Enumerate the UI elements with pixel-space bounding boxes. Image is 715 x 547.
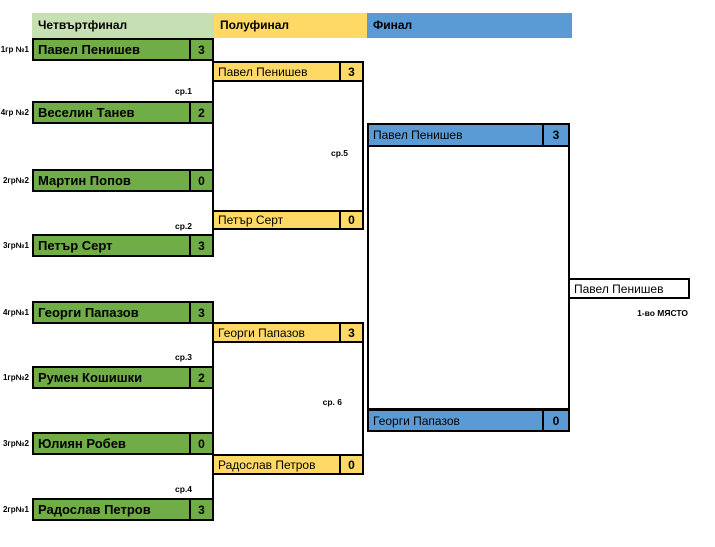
qf3-bottom-player-box: Румен Кошишки 2 <box>32 366 214 389</box>
player-score: 3 <box>339 324 362 341</box>
player-name: Радослав Петров <box>218 457 316 472</box>
connector-line-qf4 <box>212 453 214 500</box>
player-score: 3 <box>189 236 212 255</box>
qf4-top-player-box: Юлиян Робев 0 <box>32 432 214 455</box>
player-name: Павел Пенишев <box>38 42 140 57</box>
final-top-player-box: Павел Пенишев 3 <box>367 123 570 147</box>
qf2-bottom-player-box: Петър Серт 3 <box>32 234 214 257</box>
match-number-2: ср.2 <box>174 221 192 231</box>
winner-caption: 1-во МЯСТО <box>637 308 688 318</box>
player-name: Георги Папазов <box>373 413 460 428</box>
player-name: Петър Серт <box>218 213 284 227</box>
seed-label-7: 3гр№2 <box>2 439 29 448</box>
player-name: Радослав Петров <box>38 502 151 517</box>
match-number-4: ср.4 <box>174 484 192 494</box>
player-score: 2 <box>189 103 212 122</box>
player-name: Румен Кошишки <box>38 370 143 385</box>
sf2-top-player-box: Георги Папазов 3 <box>212 322 364 343</box>
player-name: Юлиян Робев <box>38 436 126 451</box>
player-score: 0 <box>542 411 568 430</box>
match-number-1: ср.1 <box>174 86 192 96</box>
player-name: Мартин Попов <box>38 173 131 188</box>
player-score: 2 <box>189 368 212 387</box>
seed-label-6: 1гр№2 <box>2 373 29 382</box>
winner-box: Павел Пенишев <box>568 278 690 299</box>
qf1-bottom-player-box: Веселин Танев 2 <box>32 101 214 124</box>
round-header-semifinal: Полуфинал <box>214 13 367 38</box>
seed-label-8: 2гр№1 <box>2 505 29 514</box>
seed-label-1: 1гр №1 <box>0 45 29 54</box>
player-name: Павел Пенишев <box>373 128 463 142</box>
player-score: 3 <box>542 125 568 145</box>
player-score: 0 <box>189 434 212 453</box>
match-number-5: ср.5 <box>330 148 348 158</box>
player-score: 3 <box>189 500 212 519</box>
player-score: 3 <box>189 40 212 59</box>
player-name: Георги Папазов <box>218 325 305 340</box>
seed-label-5: 4гр№1 <box>2 308 29 317</box>
connector-box-sf1 <box>212 79 364 212</box>
player-name: Петър Серт <box>38 238 113 253</box>
match-number-3: ср.3 <box>174 352 192 362</box>
seed-label-4: 3гр№1 <box>2 241 29 250</box>
seed-label-3: 2гр№2 <box>2 176 29 185</box>
qf4-bottom-player-box: Радослав Петров 3 <box>32 498 214 521</box>
player-score: 3 <box>339 63 362 80</box>
player-score: 3 <box>189 303 212 322</box>
player-name: Веселин Танев <box>38 105 135 120</box>
winner-name: Павел Пенишев <box>574 281 664 296</box>
player-name: Павел Пенишев <box>218 64 308 79</box>
round-header-final: Финал <box>367 13 572 38</box>
player-score: 0 <box>339 212 362 228</box>
sf1-bottom-player-box: Петър Серт 0 <box>212 210 364 230</box>
qf3-top-player-box: Георги Папазов 3 <box>32 301 214 324</box>
qf1-top-player-box: Павел Пенишев 3 <box>32 38 214 61</box>
seed-label-2: 4гр №2 <box>0 108 29 117</box>
sf1-top-player-box: Павел Пенишев 3 <box>212 61 364 82</box>
qf2-top-player-box: Мартин Попов 0 <box>32 169 214 192</box>
player-score: 0 <box>339 456 362 473</box>
player-score: 0 <box>189 171 212 190</box>
final-bottom-player-box: Георги Папазов 0 <box>367 409 570 432</box>
connector-box-final <box>367 145 570 410</box>
player-name: Георги Папазов <box>38 305 139 320</box>
sf2-bottom-player-box: Радослав Петров 0 <box>212 454 364 475</box>
round-header-quarterfinal: Четвъртфинал <box>32 13 214 38</box>
match-number-6: ср. 6 <box>322 397 342 407</box>
